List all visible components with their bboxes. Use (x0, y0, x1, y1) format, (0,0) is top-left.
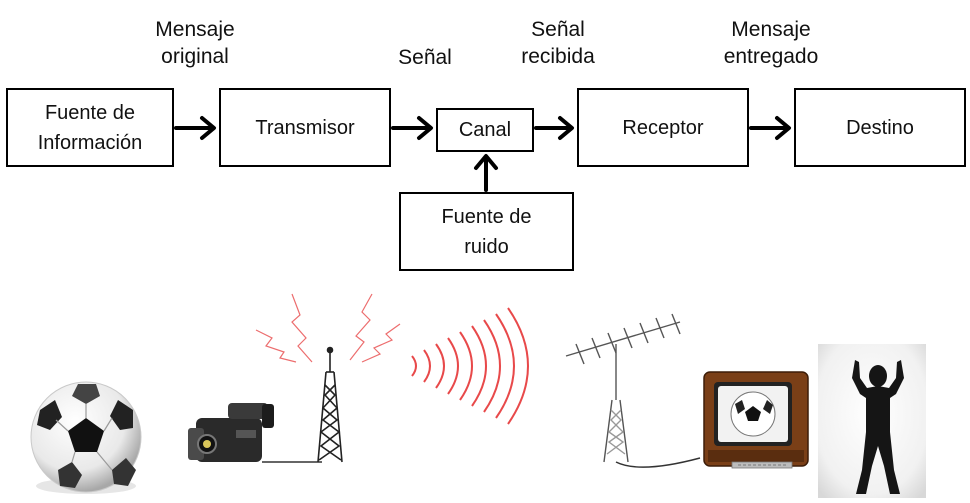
label-delivered-message: Mensaje entregado (723, 18, 819, 68)
signal-spark-icon (255, 293, 401, 363)
node-information-source: Fuente de Información (6, 88, 174, 167)
node-transmitter-label: Transmisor (255, 116, 355, 139)
node-channel-label: Canal (458, 119, 512, 141)
label-signal: Señal (398, 46, 452, 69)
person-silhouette-icon (818, 344, 926, 498)
node-noise-source-label: Fuente de ruido (441, 205, 532, 258)
node-noise-source: Fuente de ruido (399, 192, 574, 271)
arrow-channel-to-receiver (534, 116, 574, 140)
node-destination-label: Destino (846, 116, 914, 139)
node-receiver-label: Receptor (622, 116, 704, 139)
receiver-antenna-icon (565, 313, 701, 468)
label-received-signal: Señal recibida (521, 18, 595, 68)
video-camera-icon (188, 403, 322, 463)
television-icon (703, 371, 809, 469)
arrow-receiver-to-destination (749, 116, 791, 140)
label-original-message: Mensaje original (155, 18, 235, 68)
node-destination: Destino (794, 88, 966, 167)
node-channel: Canal (436, 108, 534, 152)
transmitter-tower-icon (317, 346, 343, 463)
arrow-source-to-transmitter (174, 116, 216, 140)
radio-waves-icon (411, 307, 529, 425)
node-transmitter: Transmisor (219, 88, 391, 167)
soccer-ball-icon (30, 381, 142, 494)
arrow-transmitter-to-channel (391, 116, 433, 140)
node-receiver: Receptor (577, 88, 749, 167)
node-information-source-label: Fuente de Información (37, 101, 143, 154)
arrow-noise-to-channel (474, 154, 498, 192)
